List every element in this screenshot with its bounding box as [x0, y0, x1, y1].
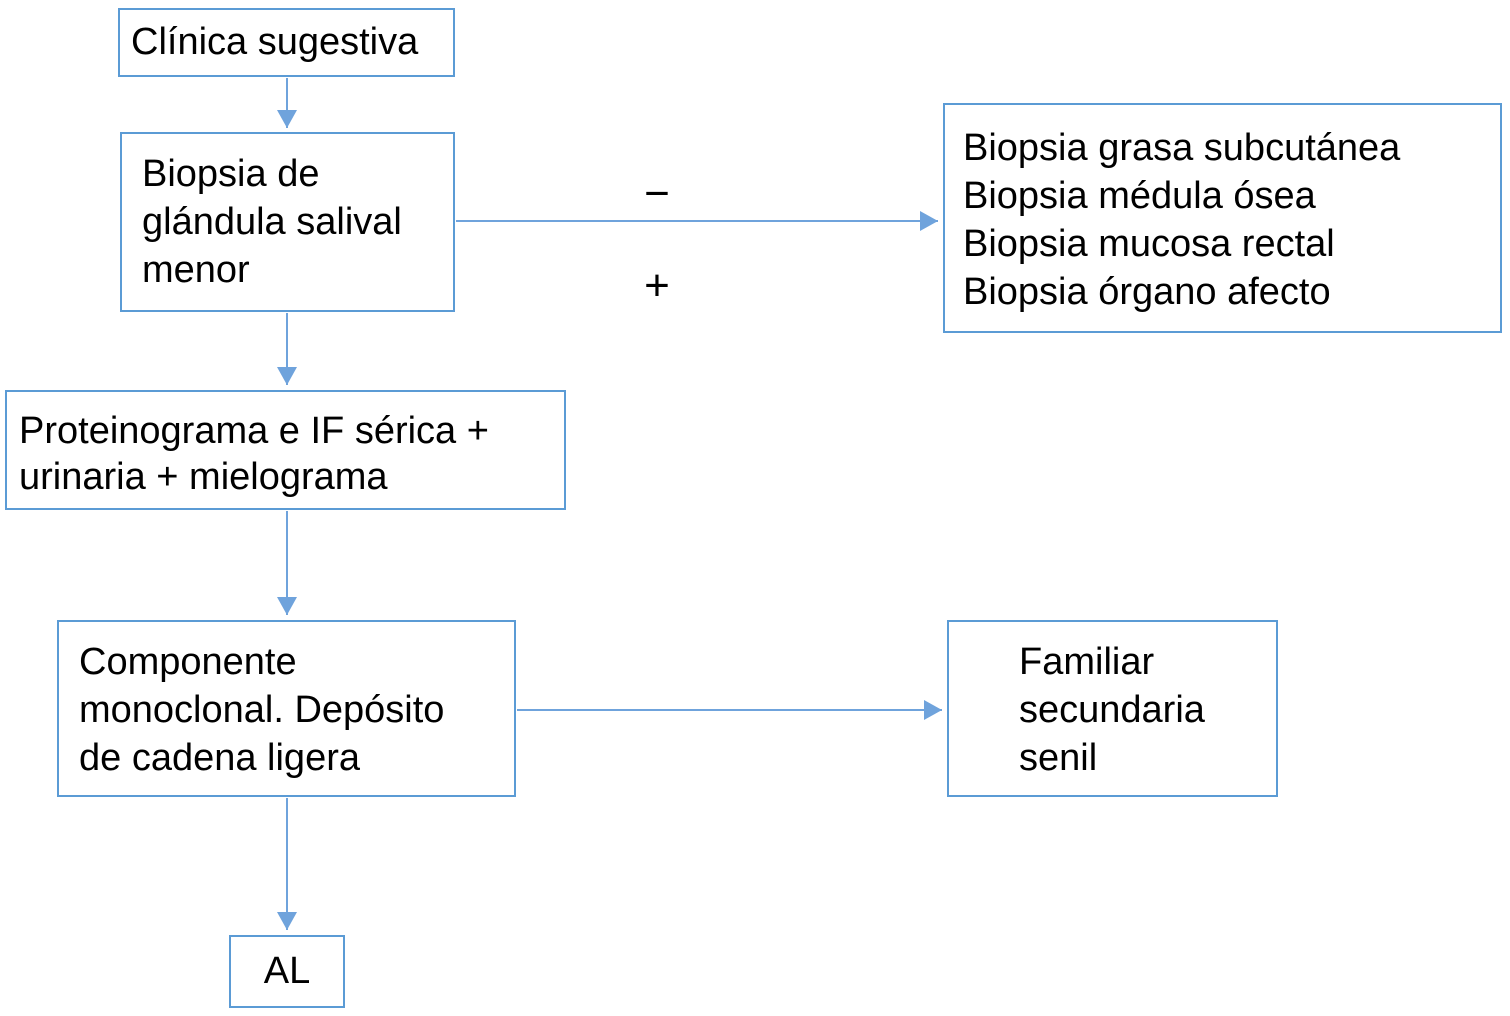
- node-line: glándula salival: [142, 201, 402, 243]
- node-al: AL: [229, 935, 345, 1008]
- node-line: Biopsia de: [142, 153, 320, 195]
- node-line: de cadena ligera: [79, 737, 360, 779]
- node-line: monoclonal. Depósito: [79, 689, 445, 731]
- node-line: Biopsia órgano afecto: [963, 271, 1331, 313]
- node-line: menor: [142, 249, 250, 291]
- node-line: secundaria: [1019, 689, 1205, 731]
- node-line: Biopsia grasa subcutánea: [963, 127, 1401, 169]
- node-line: Familiar: [1019, 641, 1155, 683]
- node-line: urinaria + mielograma: [19, 456, 388, 498]
- node-clinica-sugestiva-label: Clínica sugestiva: [131, 21, 419, 63]
- node-clinica-sugestiva: Clínica sugestiva: [118, 8, 455, 77]
- node-line: Componente: [79, 641, 297, 683]
- node-biopsias-alternativas: Biopsia grasa subcutánea Biopsia médula …: [943, 103, 1502, 333]
- node-componente-monoclonal: Componente monoclonal. Depósito de caden…: [57, 620, 516, 797]
- node-line: Biopsia mucosa rectal: [963, 223, 1335, 265]
- node-al-label: AL: [263, 950, 311, 992]
- node-proteinograma: Proteinograma e IF sérica + urinaria + m…: [5, 390, 566, 510]
- edge-label-positive: +: [644, 261, 670, 310]
- node-familiar-secundaria-senil: Familiar secundaria senil: [947, 620, 1278, 797]
- node-line: Biopsia médula ósea: [963, 175, 1316, 217]
- edge-label-negative: −: [644, 169, 670, 218]
- node-line: senil: [1019, 737, 1098, 779]
- node-biopsia-glandula-salival: Biopsia de glándula salival menor: [120, 132, 455, 312]
- node-line: Proteinograma e IF sérica +: [19, 410, 489, 452]
